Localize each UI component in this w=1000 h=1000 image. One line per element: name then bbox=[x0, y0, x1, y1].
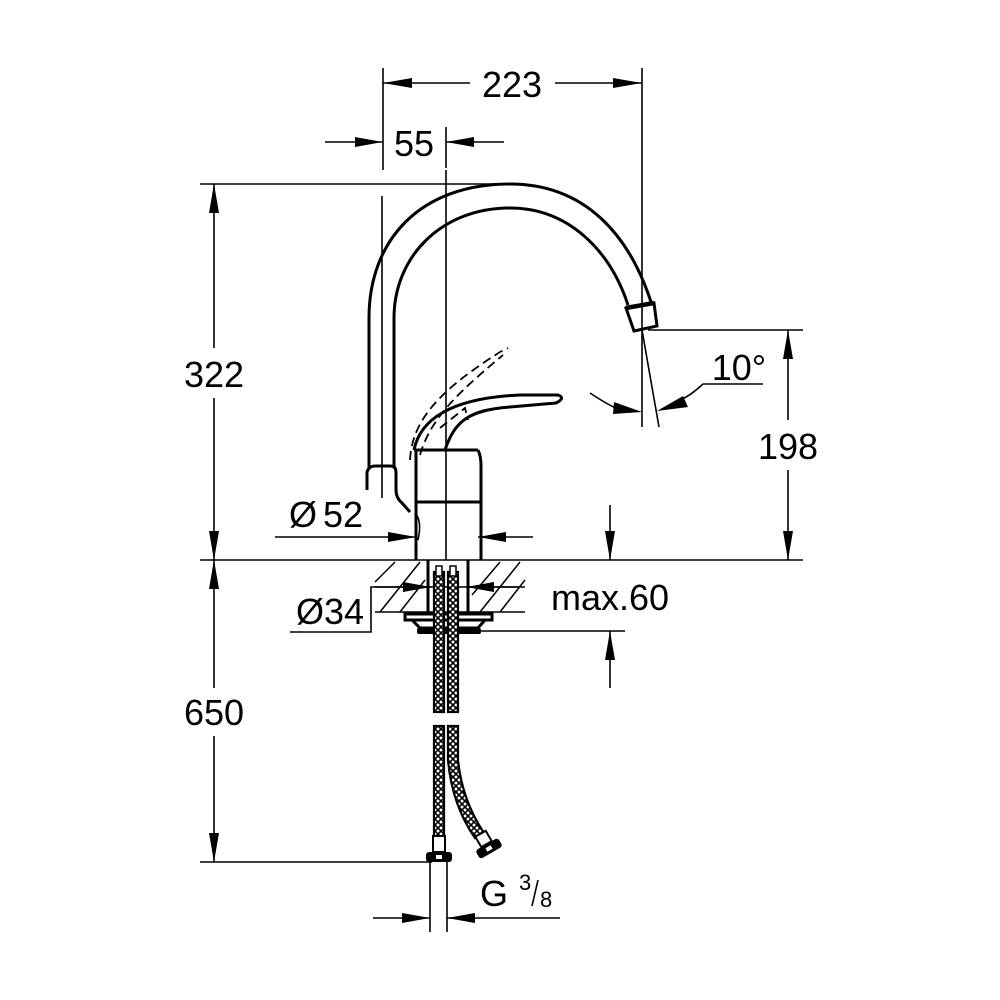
dimension-10-degrees: 10° bbox=[589, 329, 766, 428]
dimension-223-label: 223 bbox=[482, 64, 542, 105]
arrow-right-icon bbox=[388, 532, 416, 542]
arrow-down-icon bbox=[783, 531, 793, 560]
dimension-650-label: 650 bbox=[184, 692, 244, 733]
arrow-down-icon bbox=[605, 531, 615, 560]
arrow-right-icon bbox=[613, 78, 642, 88]
arrow-up-icon bbox=[783, 330, 793, 359]
dimension-max-60-label: max.60 bbox=[551, 577, 669, 618]
dimension-g-label: G bbox=[480, 873, 508, 914]
dimension-322-label: 322 bbox=[184, 354, 244, 395]
dimension-55: 55 bbox=[325, 123, 504, 168]
lever-handle bbox=[409, 347, 563, 461]
arrow-right-icon bbox=[613, 402, 642, 414]
dimension-322: 322 bbox=[184, 183, 500, 560]
arrow-up-icon bbox=[209, 184, 219, 213]
dimension-10-label: 10° bbox=[712, 347, 766, 388]
swivel-spout bbox=[365, 170, 659, 560]
arrow-left-icon bbox=[447, 913, 475, 923]
mixer-body bbox=[414, 449, 483, 560]
dimension-223: 223 bbox=[382, 64, 643, 330]
arrow-left-icon bbox=[657, 396, 688, 411]
dimension-g-3-8: G 3 8 bbox=[373, 862, 560, 932]
dimension-198: 198 bbox=[648, 329, 818, 560]
arrow-right-icon bbox=[402, 913, 430, 923]
flexible-hoses bbox=[426, 565, 502, 862]
dimension-34-label: Ø34 bbox=[296, 591, 364, 632]
arrow-left-icon bbox=[383, 78, 412, 88]
arrow-down-icon bbox=[209, 833, 219, 862]
dimension-650: 650 bbox=[184, 560, 432, 863]
arrow-right-icon bbox=[355, 137, 383, 147]
arrow-up-icon bbox=[209, 560, 219, 589]
dimension-198-label: 198 bbox=[758, 426, 818, 467]
arrow-left-icon bbox=[478, 532, 506, 542]
dimension-g-numerator: 3 bbox=[519, 870, 531, 895]
arrow-up-icon bbox=[605, 631, 615, 660]
arrow-left-icon bbox=[446, 137, 474, 147]
arrow-down-icon bbox=[209, 531, 219, 560]
dimension-55-label: 55 bbox=[394, 123, 434, 164]
dimension-diameter-34: Ø34 bbox=[290, 582, 520, 633]
dimension-max-60: max.60 bbox=[200, 505, 803, 688]
dimension-g-denominator: 8 bbox=[540, 887, 552, 912]
